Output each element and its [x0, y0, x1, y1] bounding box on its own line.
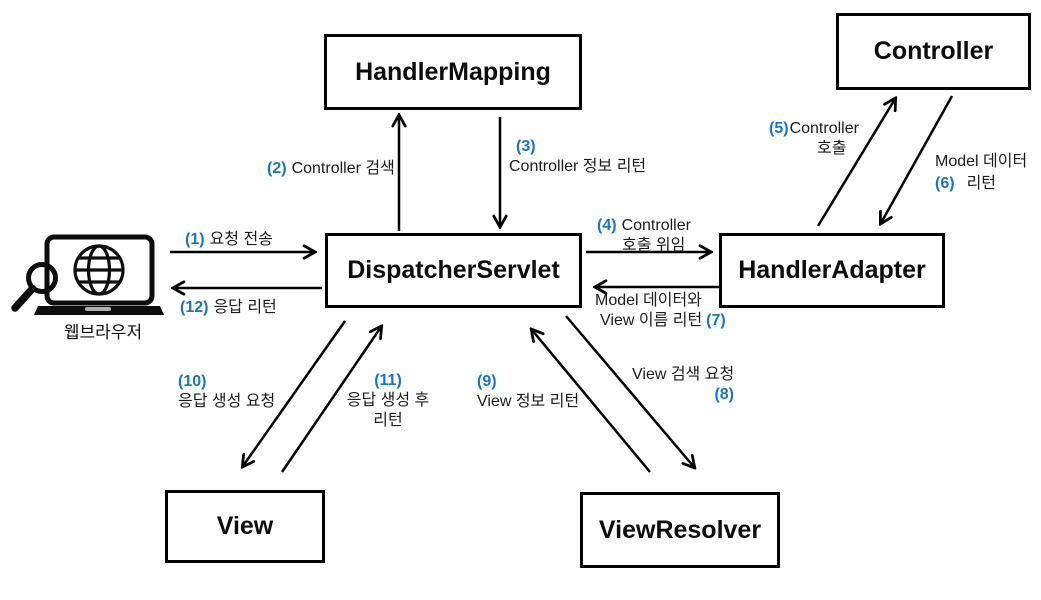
edge-6-text2: 리턴	[966, 175, 997, 192]
edge-6-number: (6)	[935, 175, 955, 192]
edge-9-number: (9)	[477, 373, 497, 390]
edge-8-number: (8)	[714, 386, 734, 403]
edge-label-5: (5)Controller 호출	[769, 119, 859, 159]
laptop-base-notch	[85, 307, 111, 311]
node-handler-mapping: HandlerMapping	[324, 34, 582, 110]
edge-label-6: Model 데이터 (6) 리턴	[935, 152, 1027, 194]
edge-2-number: (2)	[267, 160, 287, 177]
edge-11-text: 응답 생성 후	[346, 392, 430, 409]
node-view-resolver: ViewResolver	[580, 492, 780, 568]
edge-12-number: (12)	[180, 299, 209, 316]
edge-1-number: (1)	[185, 231, 205, 248]
edge-label-7: Model 데이터와 View 이름 리턴(7)	[595, 291, 726, 331]
edge-label-3: (3) Controller 정보 리턴	[509, 137, 646, 177]
arrow-6-model-data-return	[881, 95, 954, 223]
node-view-resolver-label: ViewResolver	[598, 515, 762, 544]
node-handler-mapping-label: HandlerMapping	[355, 57, 551, 86]
edge-label-9: (9) View 정보 리턴	[477, 372, 579, 412]
edge-label-11: (11) 응답 생성 후 리턴	[342, 371, 434, 431]
edge-4-text: Controller	[621, 217, 691, 234]
node-controller: Controller	[836, 13, 1031, 90]
edge-5-text2: 호출	[817, 140, 847, 157]
edge-4-text2: 호출 위임	[622, 237, 686, 254]
globe-icon	[73, 244, 125, 296]
edge-5-text: Controller	[789, 120, 859, 137]
edge-10-number: (10)	[178, 373, 207, 390]
magnifier-icon	[11, 262, 58, 312]
node-view-label: View	[216, 512, 274, 540]
arrow-5-controller-call	[816, 99, 895, 227]
edge-7-text2: View 이름 리턴	[600, 312, 703, 329]
edge-11-text2: 리턴	[373, 412, 403, 429]
arrow-8-view-search-request	[565, 315, 694, 467]
edge-2-text: Controller 검색	[291, 160, 395, 177]
node-controller-label: Controller	[873, 37, 994, 65]
edge-label-8: View 검색 요청 (8)	[632, 365, 738, 405]
node-handler-adapter-label: HandlerAdapter	[738, 256, 926, 284]
edge-4-number: (4)	[597, 217, 617, 234]
edge-label-10: (10) 응답 생성 요청	[178, 372, 275, 412]
edge-7-text: Model 데이터와	[595, 292, 702, 309]
edge-10-text: 응답 생성 요청	[178, 393, 276, 410]
node-dispatcher-servlet: DispatcherServlet	[325, 233, 582, 308]
edge-label-2: (2)Controller 검색	[267, 159, 395, 179]
node-handler-adapter: HandlerAdapter	[719, 233, 945, 308]
edge-label-12: (12)응답 리턴	[180, 298, 277, 318]
arrow-9-view-info-return	[532, 330, 651, 473]
edge-11-number: (11)	[374, 372, 402, 389]
edge-9-text: View 정보 리턴	[477, 393, 580, 410]
node-web-browser-label: 웹브라우저	[63, 323, 143, 342]
edge-label-1: (1)요청 전송	[185, 230, 273, 250]
web-browser-icon	[11, 234, 164, 315]
arrow-11-response-created-return	[280, 327, 381, 473]
edge-5-number: (5)	[769, 120, 789, 137]
node-dispatcher-servlet-label: DispatcherServlet	[347, 256, 560, 284]
edge-1-text: 요청 전송	[209, 231, 273, 248]
edge-label-4: (4)Controller 호출 위임	[597, 216, 691, 256]
edge-3-number: (3)	[516, 138, 536, 155]
arrow-10-response-create-request	[243, 320, 347, 466]
node-view: View	[165, 490, 325, 563]
edge-7-number: (7)	[706, 312, 726, 329]
edge-6-text: Model 데이터	[935, 153, 1028, 170]
edge-12-text: 응답 리턴	[213, 299, 277, 316]
edge-8-text: View 검색 요청	[632, 366, 735, 383]
edge-3-text: Controller 정보 리턴	[509, 158, 647, 175]
